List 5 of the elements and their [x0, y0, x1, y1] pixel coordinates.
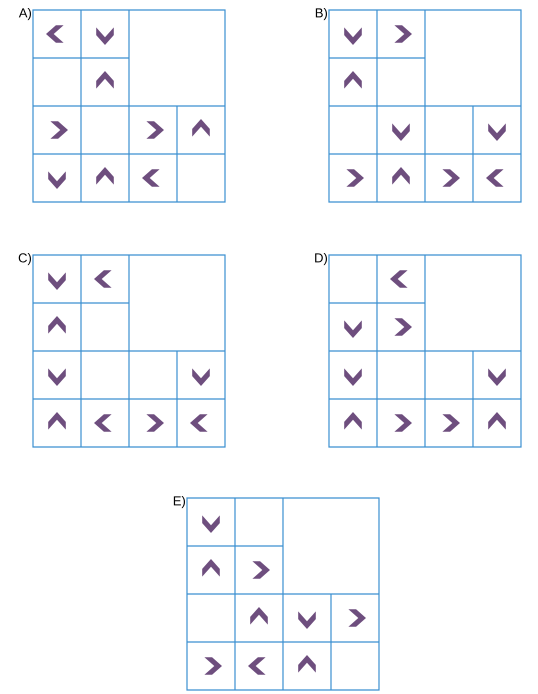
panel-label: D) [315, 252, 327, 266]
panel-label: E) [174, 496, 185, 508]
panel-label: A) [18, 8, 31, 20]
panel-label: B) [316, 8, 327, 20]
panel-label: C) [18, 252, 31, 266]
